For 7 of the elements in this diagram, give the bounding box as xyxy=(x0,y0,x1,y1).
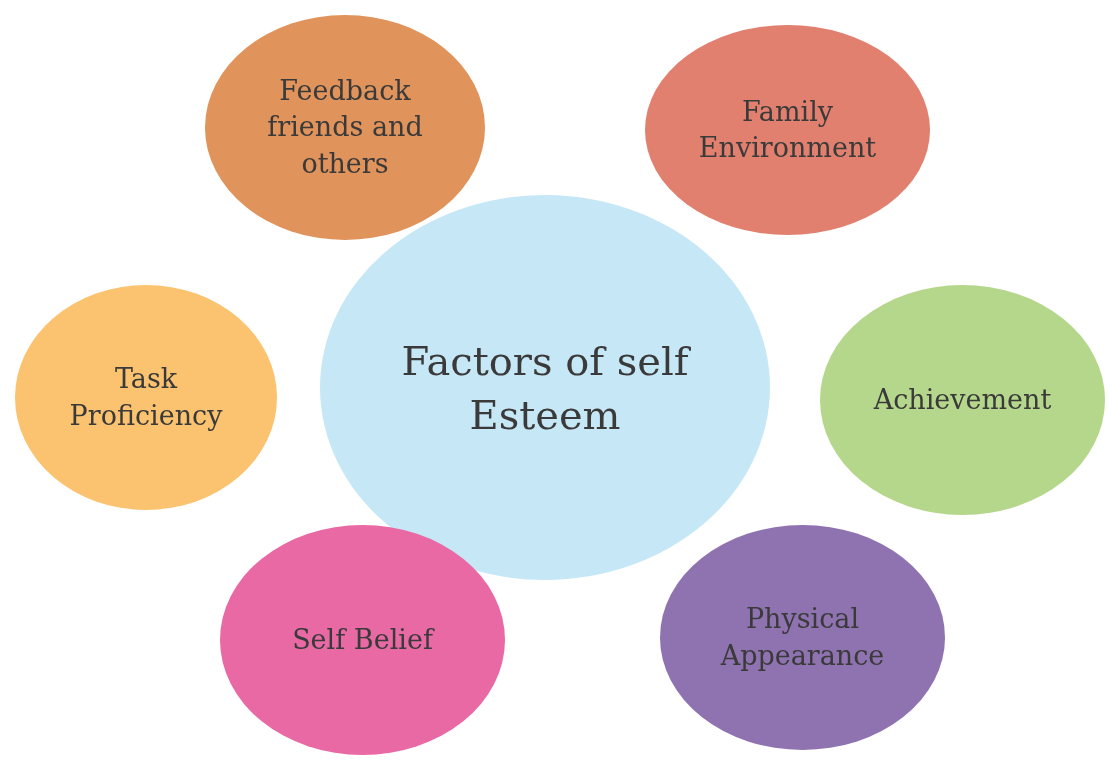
factor-label: Feedback friends and others xyxy=(266,73,424,181)
factor-label: Physical Appearance xyxy=(719,602,886,673)
center-title: Factors of self Esteem xyxy=(400,336,692,440)
factor-label: Family Environment xyxy=(697,94,878,165)
factor-label: Achievement xyxy=(873,382,1052,417)
factor-label: Self Belief xyxy=(292,622,433,657)
factor-label: Task Proficiency xyxy=(68,362,224,433)
